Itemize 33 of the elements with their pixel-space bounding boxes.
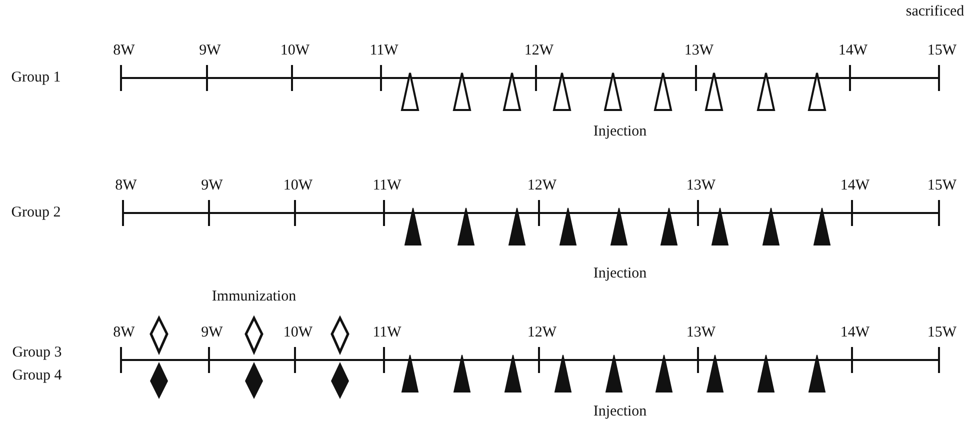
week-label: 14W	[838, 44, 868, 58]
week-label: 15W	[927, 178, 957, 194]
week-label: 9W	[201, 326, 223, 340]
week-label: 14W	[840, 178, 870, 194]
week-label: 9W	[201, 178, 223, 194]
week-label: 13W	[686, 178, 716, 194]
week-label: 12W	[524, 44, 554, 58]
group-label: Group 2	[11, 206, 61, 220]
event-label: Injection	[593, 124, 647, 140]
week-label: 10W	[283, 326, 313, 340]
week-label: 12W	[527, 178, 557, 194]
week-label: 12W	[527, 326, 557, 340]
event-label: Injection	[593, 404, 647, 420]
week-label: 8W	[113, 44, 135, 58]
week-label: 11W	[372, 178, 402, 194]
week-label: 8W	[115, 178, 137, 194]
group-label: Group 1	[11, 70, 61, 86]
event-label: Immunization	[212, 290, 296, 304]
week-label: 15W	[927, 44, 957, 58]
endpoint-label: sacrificed	[906, 4, 964, 20]
week-label: 8W	[113, 326, 135, 340]
group-label: Group 3	[12, 346, 62, 360]
event-label: Injection	[593, 266, 647, 282]
week-label: 14W	[840, 326, 870, 340]
week-label: 10W	[283, 178, 313, 194]
week-label: 11W	[372, 326, 402, 340]
week-label: 15W	[927, 326, 957, 340]
week-label: 13W	[686, 326, 716, 340]
week-label: 13W	[684, 44, 714, 58]
week-label: 9W	[199, 44, 221, 58]
week-label: 11W	[370, 44, 398, 58]
group-label: Group 4	[12, 368, 62, 384]
week-label: 10W	[280, 44, 310, 58]
